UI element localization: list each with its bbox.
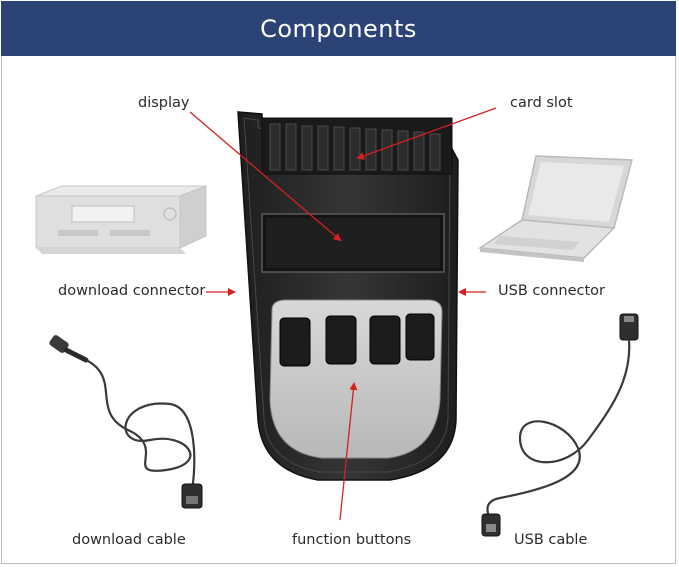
page-title: Components <box>260 14 417 43</box>
arrow-display <box>189 111 342 242</box>
button-panel <box>269 299 443 459</box>
label-download-cable: download cable <box>72 532 186 548</box>
label-card-slot: card slot <box>510 95 573 111</box>
laptop-image <box>477 155 633 262</box>
card-slot <box>261 117 453 175</box>
callout-arrows <box>189 107 497 521</box>
arrow-function-buttons <box>339 382 358 521</box>
label-function-buttons: function buttons <box>292 532 412 548</box>
display-window <box>261 213 445 273</box>
arrow-card-slot <box>356 107 497 160</box>
label-usb-cable: USB cable <box>514 532 588 548</box>
tachograph-unit-image <box>35 185 207 254</box>
header-bar: Components <box>1 1 676 56</box>
download-cable-image <box>49 335 203 509</box>
label-usb-connector: USB connector <box>498 283 606 299</box>
label-download-connector: download connector <box>58 283 206 299</box>
usb-cable-image <box>481 313 639 537</box>
download-key-device <box>237 111 459 481</box>
label-display: display <box>138 95 190 111</box>
